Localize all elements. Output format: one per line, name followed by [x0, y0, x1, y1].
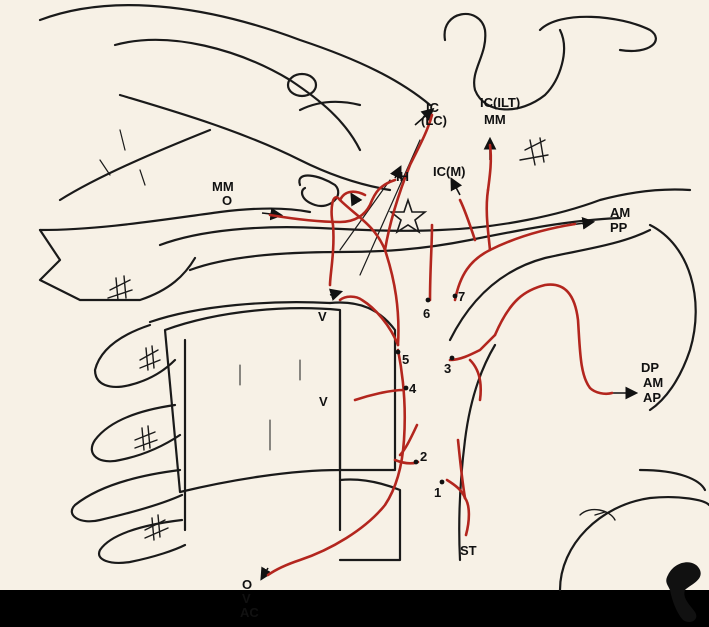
label-7: 7: [458, 290, 465, 303]
label-dp: DP: [641, 361, 659, 374]
label-mm-left: MM: [212, 180, 234, 193]
ink-blot: [666, 562, 700, 622]
label-mm-right: MM: [484, 113, 506, 126]
label-st: ST: [460, 544, 477, 557]
label-ic-m: IC(M): [433, 165, 466, 178]
label-ac: AC: [240, 606, 259, 619]
label-4: 4: [409, 382, 416, 395]
label-ap: AP: [643, 391, 661, 404]
label-1: 1: [434, 486, 441, 499]
label-o-bottom: O: [242, 578, 252, 591]
paper-background: [0, 0, 709, 590]
label-v-lower: V: [319, 395, 328, 408]
label-am-top: AM: [610, 206, 630, 219]
label-o-left: O: [222, 194, 232, 207]
label-ic-lc-bottom: (LC): [421, 114, 447, 127]
label-5: 5: [402, 353, 409, 366]
label-v-upper: V: [318, 310, 327, 323]
label-ic-ilt: IC(ILT): [480, 96, 520, 109]
label-pp: PP: [610, 221, 627, 234]
label-v-bottom: V: [242, 592, 251, 605]
label-ih: IH: [396, 170, 409, 183]
label-2: 2: [420, 450, 427, 463]
label-6: 6: [423, 307, 430, 320]
label-am-right: AM: [643, 376, 663, 389]
label-3: 3: [444, 362, 451, 375]
